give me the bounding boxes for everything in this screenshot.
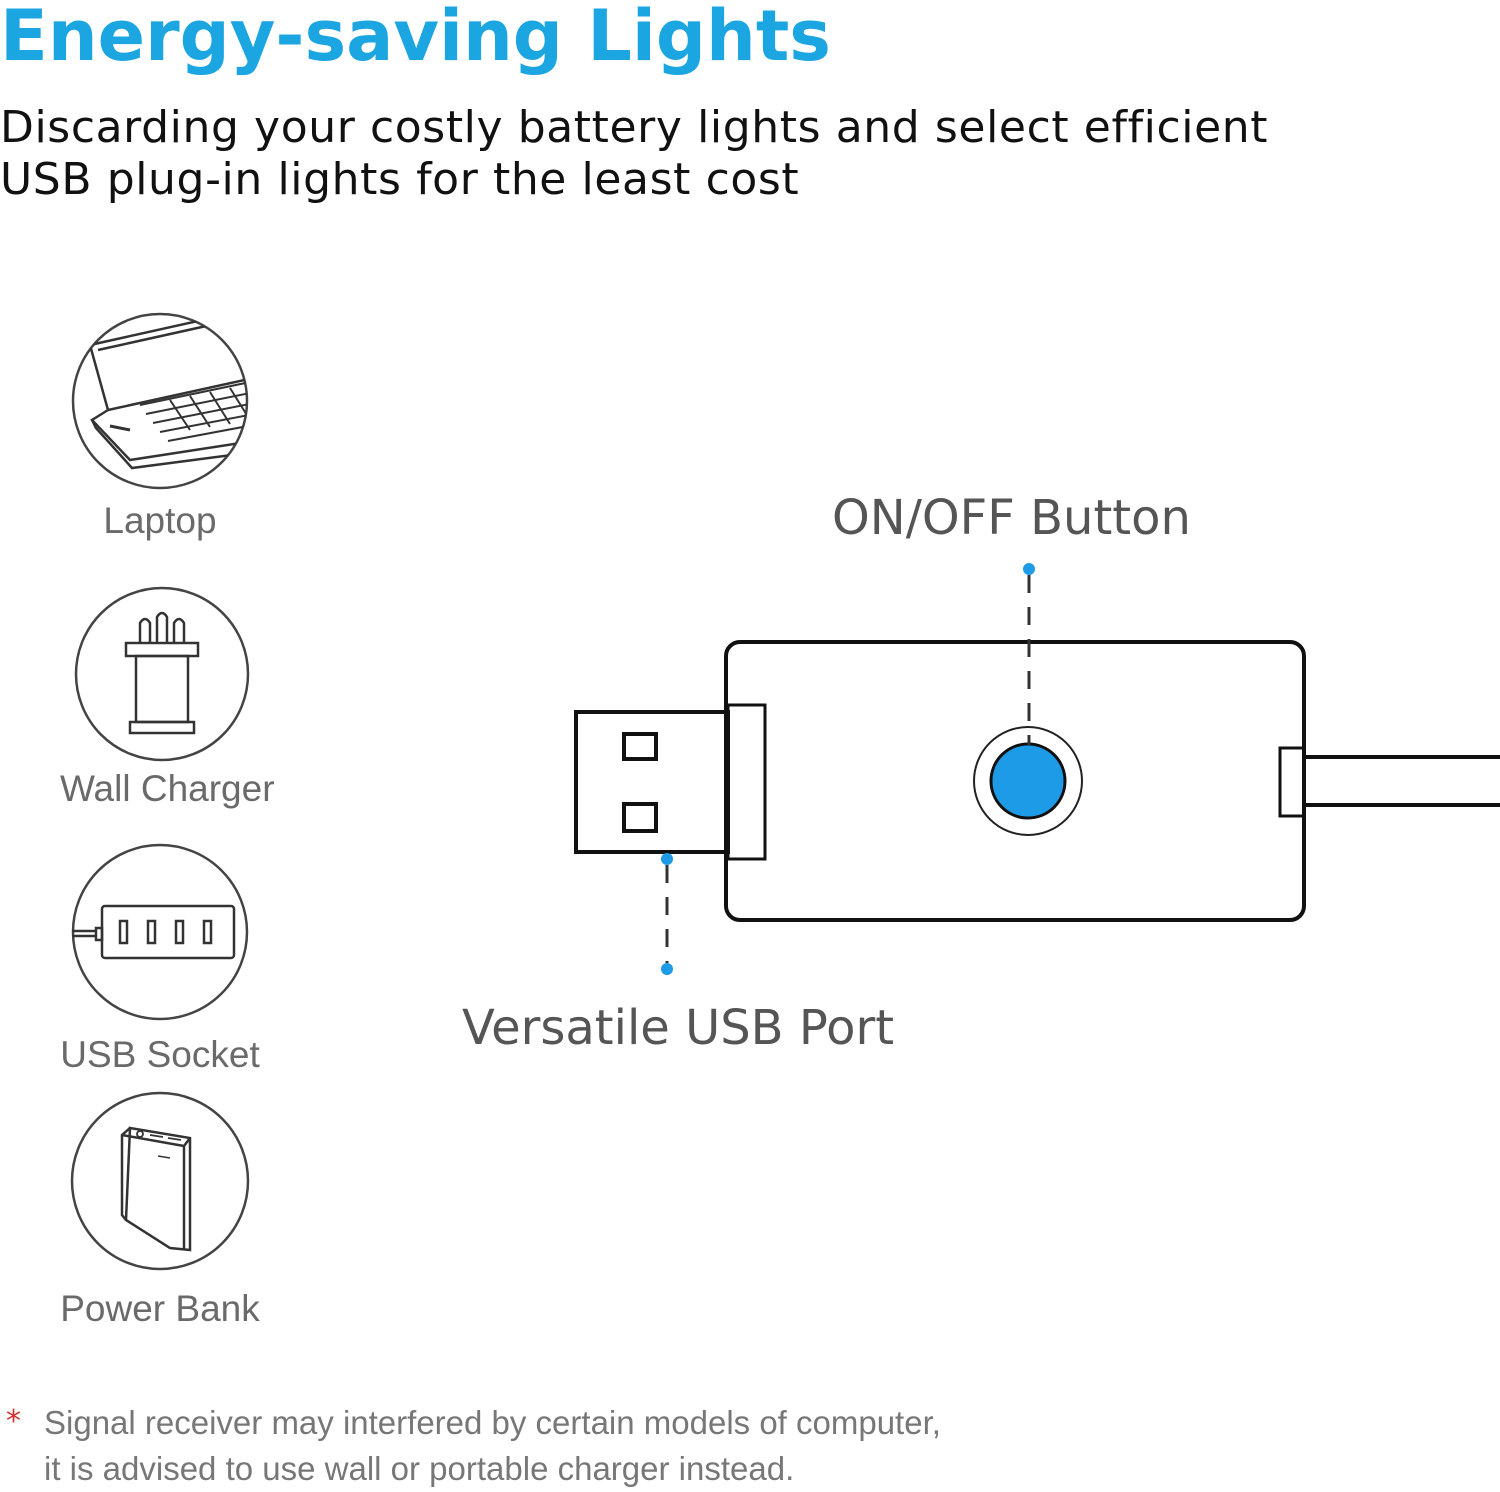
page-subtitle: Discarding your costly battery lights an…: [0, 102, 1268, 206]
footnote-text: Signal receiver may interfered by certai…: [44, 1400, 941, 1492]
usb-port-marker-dot: [661, 853, 673, 865]
source-power-bank: Power Bank: [60, 1090, 260, 1329]
source-label-usb-socket: USB Socket: [60, 1034, 260, 1075]
source-wall-charger: Wall Charger: [60, 585, 275, 809]
usb-port-end-dot: [661, 963, 673, 975]
source-label-wall-charger: Wall Charger: [60, 768, 275, 809]
usb-controller-diagram: [560, 545, 1500, 989]
laptop-icon: [71, 312, 249, 490]
usb-port-label: Versatile USB Port: [462, 1000, 895, 1056]
footnote-line-2: it is advised to use wall or portable ch…: [44, 1450, 795, 1487]
subtitle-line-1: Discarding your costly battery lights an…: [0, 102, 1269, 153]
usb-hub-icon: [71, 843, 249, 1021]
source-label-laptop: Laptop: [103, 500, 217, 541]
power-bank-icon: [70, 1091, 250, 1271]
source-laptop: Laptop: [60, 310, 260, 541]
wall-charger-icon: [74, 586, 250, 762]
page-title: Energy-saving Lights: [0, 0, 831, 77]
usb-controller-illustration: [574, 563, 1500, 975]
footnote-line-1: Signal receiver may interfered by certai…: [44, 1404, 941, 1441]
source-label-power-bank: Power Bank: [60, 1288, 260, 1329]
subtitle-line-2: USB plug-in lights for the least cost: [0, 154, 800, 205]
footnote-asterisk: *: [6, 1404, 21, 1439]
on-off-marker-dot: [1023, 563, 1035, 575]
source-usb-socket: USB Socket: [60, 842, 260, 1075]
on-off-button-label: ON/OFF Button: [832, 490, 1191, 546]
